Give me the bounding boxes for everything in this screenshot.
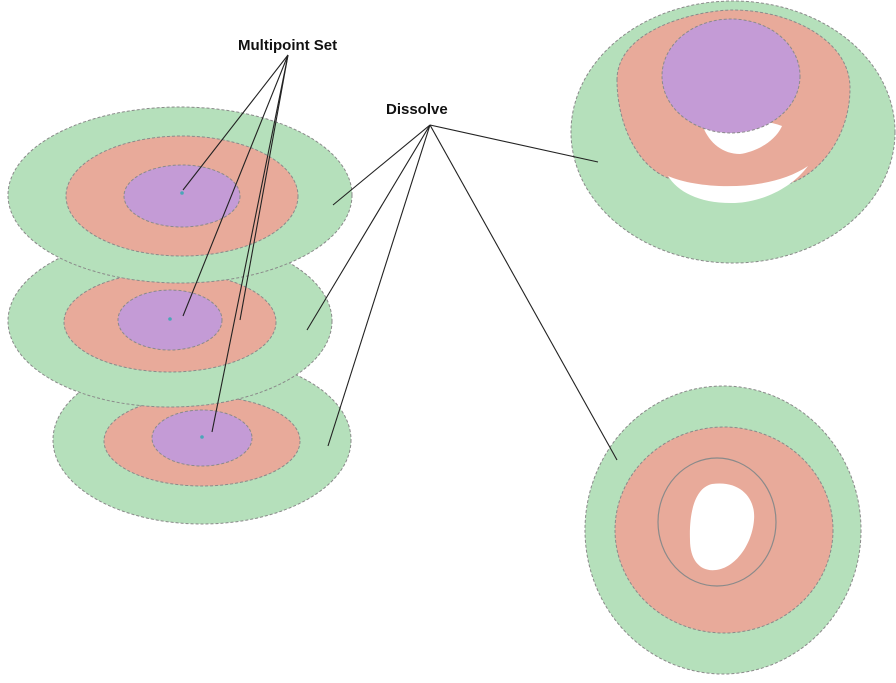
dissolve-result-concentric: [584, 385, 862, 675]
dissolve-label: Dissolve: [386, 101, 448, 118]
buffer-layer-middle: [7, 234, 333, 408]
inner-buffer-disk: [123, 164, 241, 228]
dissolve-leaders: [306, 124, 618, 461]
leader-line: [327, 124, 431, 447]
multipoint-point: [168, 317, 172, 321]
leader-line: [239, 54, 289, 321]
buffer-layer-top: [7, 106, 353, 284]
dissolve-hole: [689, 483, 755, 571]
multipoint-point: [200, 435, 204, 439]
leader-line: [429, 124, 599, 163]
leader-line: [429, 124, 618, 461]
dissolved-inner-disk: [661, 18, 801, 134]
leader-line: [182, 54, 289, 317]
leader-line: [306, 124, 431, 331]
multipoint-point: [180, 191, 184, 195]
leader-line: [332, 124, 431, 206]
multipoint-set-label: Multipoint Set: [238, 37, 338, 54]
dissolve-gap: [668, 166, 808, 204]
leader-line: [211, 54, 289, 433]
dissolved-inner-outline: [657, 457, 777, 587]
leader-line: [182, 54, 289, 191]
multipoint-leaders: [182, 54, 289, 433]
dissolve-result-offset: [570, 0, 896, 264]
